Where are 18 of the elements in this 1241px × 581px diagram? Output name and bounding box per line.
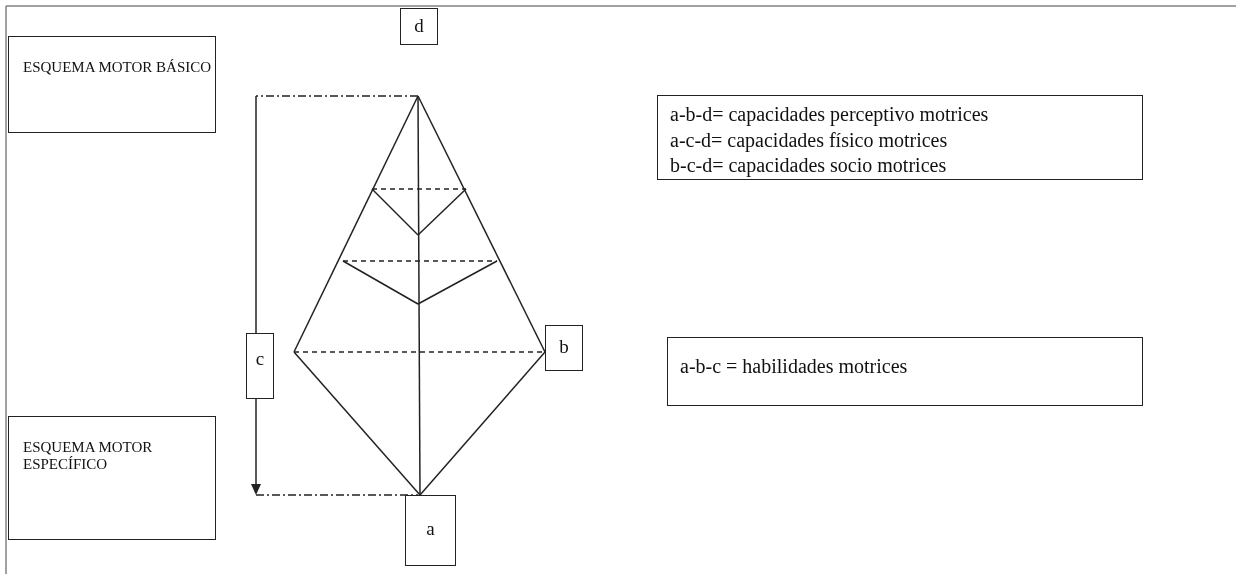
vertex-letter: a — [425, 518, 436, 541]
vertex-label-box — [246, 333, 274, 399]
label-box — [8, 36, 216, 133]
label-text: ESQUEMA MOTOR BÁSICO — [23, 59, 213, 77]
label-text: ESQUEMA MOTOR ESPECÍFICO — [23, 439, 154, 474]
definition-box — [667, 337, 1143, 406]
vertex-label-box — [545, 325, 583, 371]
label-text: a-b-c = habilidades motrices — [680, 354, 909, 378]
definition-box — [657, 95, 1143, 180]
vertex-letter: d — [413, 15, 425, 38]
vertex-letter: b — [558, 336, 570, 359]
label-box — [8, 416, 216, 540]
definition-text: a-c-d= capacidades físico motrices — [670, 127, 949, 154]
vertex-label-box — [400, 8, 438, 45]
vertex-label-box — [405, 495, 456, 566]
vertex-letter: c — [254, 348, 266, 371]
definition-text: a-b-d= capacidades perceptivo motrices — [670, 102, 990, 128]
definition-text: b-c-d= capacidades socio motrices — [670, 153, 948, 179]
